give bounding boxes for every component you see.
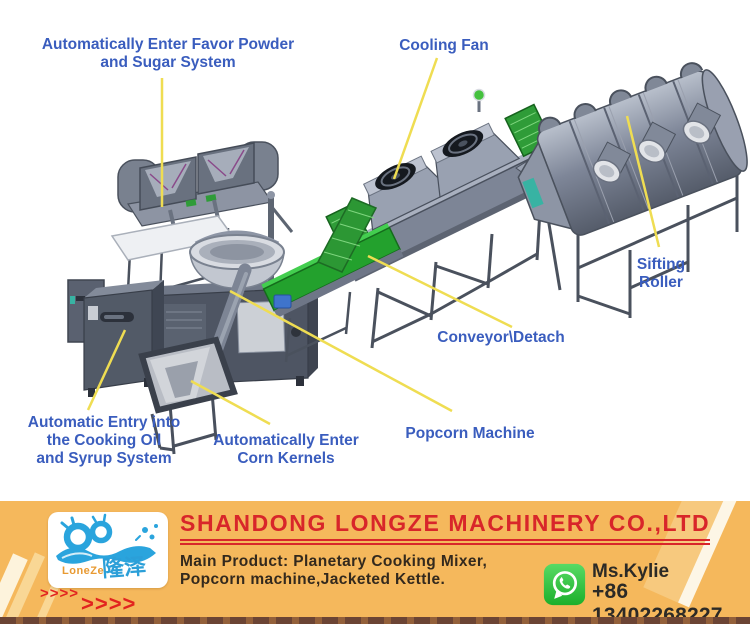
label-sifting-roller: Sifting Roller xyxy=(636,256,686,291)
mesh-incline xyxy=(316,197,378,273)
cooling-tunnel xyxy=(325,88,572,349)
sifter-outlets xyxy=(592,102,722,183)
label-cooking-oil: Automatic Entry into the Cooking Oil and… xyxy=(27,414,181,467)
leader-lines xyxy=(86,57,661,426)
logo-latin-text: LoneZe xyxy=(62,565,105,577)
whatsapp-icon xyxy=(543,563,586,606)
logo-chinese-text: 隆泽 xyxy=(101,554,148,583)
main-products-text: Main Product: Planetary Cooking Mixer, P… xyxy=(180,553,488,588)
label-favor-powder: Automatically Enter Favor Powder and Sug… xyxy=(41,36,295,71)
label-corn-kernels: Automatically Enter Corn Kernels xyxy=(213,432,359,467)
chevrons-large-decoration: >>>> xyxy=(81,591,137,616)
chevrons-small-decoration: >>>> xyxy=(40,585,80,602)
label-cooling-fan: Cooling Fan xyxy=(399,37,489,54)
powder-sugar-unit xyxy=(110,141,279,331)
dragon-wave-logo-graphic xyxy=(56,513,158,564)
label-conveyor-detach: Conveyor\Detach xyxy=(437,329,565,346)
company-name-block: SHANDONG LONGZE MACHINERY CO.,LTD xyxy=(180,510,711,545)
indicator-dome xyxy=(472,88,486,102)
contact-name: Ms.Kylie xyxy=(592,561,670,582)
label-popcorn-machine: Popcorn Machine xyxy=(405,425,535,442)
footer-banner: LoneZe 隆泽 SHANDONG LONGZE MACHINERY CO.,… xyxy=(0,501,750,624)
bottom-dash-strip xyxy=(0,617,750,624)
conveyor-detach-unit xyxy=(261,197,404,363)
company-name: SHANDONG LONGZE MACHINERY CO.,LTD xyxy=(180,510,711,536)
drum-lugs xyxy=(538,62,704,133)
feeder-funnel xyxy=(165,361,198,398)
machine-line-drawing xyxy=(67,57,748,455)
sifting-roller-unit xyxy=(517,62,748,318)
drive-motor xyxy=(273,294,292,309)
longze-logo: LoneZe 隆泽 xyxy=(48,512,168,588)
